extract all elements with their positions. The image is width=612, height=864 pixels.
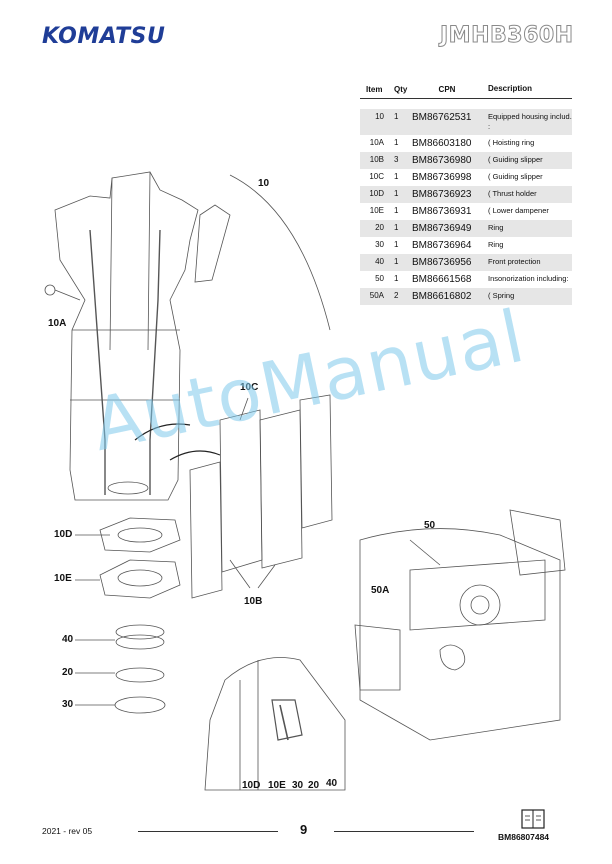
table-row: 10B 3 BM86736980 ( Guiding slipper	[360, 152, 572, 169]
row-qty: 3	[394, 155, 399, 164]
row-cpn: BM86762531	[412, 112, 472, 123]
row-item: 10C	[369, 172, 384, 181]
row-qty: 1	[394, 223, 399, 232]
row-qty: 1	[394, 257, 399, 266]
callout-10: 10	[258, 178, 270, 189]
row-item: 30	[375, 240, 384, 249]
row-qty: 1	[394, 189, 399, 198]
callout-10C: 10C	[240, 382, 259, 393]
document-number: BM86807484	[498, 832, 550, 842]
front-protection-drawing	[115, 624, 165, 650]
row-description: ( Thrust holder	[488, 189, 537, 198]
table-row: 50 1 BM86661568 Insonorization including:	[360, 271, 572, 288]
model-name: JMHB360H	[440, 23, 574, 49]
row-description: Equipped housing includ. :	[488, 112, 572, 131]
guiding-slipper-drawing	[189, 394, 333, 599]
callout-50: 50	[424, 520, 436, 531]
table-row: 10 1 BM86762531 Equipped housing includ. :	[360, 109, 572, 135]
row-item: 10	[375, 112, 384, 121]
detail-callout-10D: 10D	[242, 780, 261, 791]
row-qty: 1	[394, 206, 399, 215]
row-description: ( Guiding slipper	[488, 172, 543, 181]
col-item: Item	[366, 84, 383, 94]
row-cpn: BM86661568	[412, 274, 472, 285]
row-item: 10E	[369, 206, 384, 215]
ring-20-drawing	[115, 667, 165, 683]
row-qty: 1	[394, 112, 399, 121]
table-row: 10D 1 BM86736923 ( Thrust holder	[360, 186, 572, 203]
row-item: 50A	[369, 291, 384, 300]
callout-10E: 10E	[54, 573, 72, 584]
callout-10D: 10D	[54, 529, 73, 540]
row-qty: 1	[394, 172, 399, 181]
table-row: 30 1 BM86736964 Ring	[360, 237, 572, 254]
col-cpn: CPN	[438, 84, 456, 94]
detail-callout-30: 30	[292, 780, 304, 791]
page-number: 9	[300, 822, 308, 837]
row-description: ( Guiding slipper	[488, 155, 543, 164]
brand-logo: KOMATSU	[42, 24, 166, 49]
detail-callout-20: 20	[308, 780, 320, 791]
row-cpn: BM86736923	[412, 189, 472, 200]
detail-callout-40: 40	[326, 778, 338, 789]
table-row: 10E 1 BM86736931 ( Lower dampener	[360, 203, 572, 220]
row-cpn: BM86603180	[412, 138, 472, 149]
thrust-holder-drawing	[99, 517, 181, 553]
detail-callout-10E: 10E	[268, 780, 286, 791]
row-item: 10D	[369, 189, 384, 198]
callout-30: 30	[62, 699, 74, 710]
row-cpn: BM86736931	[412, 206, 472, 217]
footer-rule-left	[138, 831, 278, 832]
row-item: 10A	[369, 138, 384, 147]
row-description: Front protection	[488, 257, 541, 266]
row-cpn: BM86736998	[412, 172, 472, 183]
row-qty: 2	[394, 291, 399, 300]
ring-30-drawing	[114, 696, 166, 714]
insonorization-drawing	[354, 509, 566, 741]
row-cpn: BM86736964	[412, 240, 472, 251]
row-item: 20	[375, 223, 384, 232]
row-description: ( Hoisting ring	[488, 138, 535, 147]
callout-10B: 10B	[244, 596, 263, 607]
housing-drawing	[44, 171, 231, 501]
hoisting-ring-drawing	[44, 284, 56, 296]
row-item: 40	[375, 257, 384, 266]
table-header: Item Qty CPN Description	[360, 80, 572, 99]
row-qty: 1	[394, 240, 399, 249]
footer-revision: 2021 - rev 05	[42, 826, 93, 836]
row-cpn: BM86616802	[412, 291, 472, 302]
table-row: 50A 2 BM86616802 ( Spring	[360, 288, 572, 305]
row-description: Insonorization including:	[488, 274, 569, 283]
callout-20: 20	[62, 667, 74, 678]
table-row: 40 1 BM86736956 Front protection	[360, 254, 572, 271]
row-cpn: BM86736980	[412, 155, 472, 166]
row-description: ( Lower dampener	[488, 206, 549, 215]
table-row: 20 1 BM86736949 Ring	[360, 220, 572, 237]
lower-dampener-drawing	[99, 559, 181, 599]
parts-table: Item Qty CPN Description 10 1 BM86762531 Eq…	[360, 80, 572, 305]
row-description: Ring	[488, 223, 504, 232]
callout-40: 40	[62, 634, 74, 645]
row-qty: 1	[394, 274, 399, 283]
table-row: 10C 1 BM86736998 ( Guiding slipper	[360, 169, 572, 186]
row-description: Ring	[488, 240, 504, 249]
row-cpn: BM86736956	[412, 257, 472, 268]
footer-rule-right	[334, 831, 474, 832]
col-qty: Qty	[394, 84, 408, 94]
callout-10A: 10A	[48, 318, 67, 329]
table-row: 10A 1 BM86603180 ( Hoisting ring	[360, 135, 572, 152]
col-description: Description	[488, 84, 533, 93]
row-cpn: BM86736949	[412, 223, 472, 234]
callout-50A: 50A	[371, 585, 390, 596]
row-description: ( Spring	[488, 291, 515, 300]
manual-book-icon	[521, 809, 545, 829]
row-item: 50	[375, 274, 384, 283]
detail-view-drawing	[204, 657, 346, 791]
row-qty: 1	[394, 138, 399, 147]
row-item: 10B	[369, 155, 384, 164]
